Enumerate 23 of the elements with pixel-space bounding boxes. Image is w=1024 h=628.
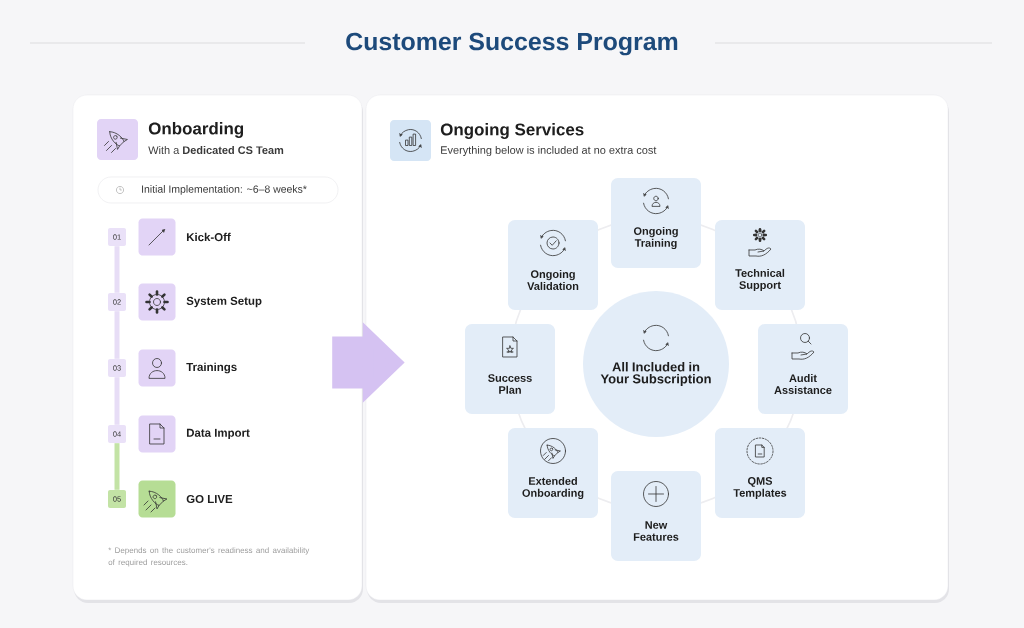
timeline-rail — [114, 311, 120, 359]
timeline-rail — [114, 377, 120, 425]
card-subheading: With a Dedicated CS Team — [148, 146, 284, 154]
card-heading: Ongoing Services — [440, 123, 584, 139]
title: Customer Success Program — [346, 32, 678, 56]
duration-pill: Initial Implementation: ~6–8 weeks* — [97, 176, 339, 204]
service-box: Ongoing Training — [611, 178, 701, 268]
service-box: Success Plan — [465, 324, 555, 414]
service-box: QMS Templates — [715, 428, 805, 518]
service-box: Technical Support — [715, 220, 805, 310]
timeline-rail — [114, 246, 120, 293]
service-box: New Features — [611, 471, 701, 561]
card-heading: Onboarding — [148, 122, 244, 138]
step-label: Data Import — [186, 428, 250, 440]
step-label: GO LIVE — [186, 494, 233, 504]
service-box: Ongoing Validation — [508, 220, 598, 310]
step-label: Trainings — [186, 362, 237, 374]
service-box: Audit Assistance — [758, 324, 848, 414]
service-box: Extended Onboarding — [508, 428, 598, 518]
step-label: System Setup — [186, 296, 262, 308]
step-label: Kick-Off — [186, 232, 231, 242]
timeline-rail — [114, 443, 120, 490]
card-subheading: Everything below is included at no extra cost — [441, 145, 657, 157]
